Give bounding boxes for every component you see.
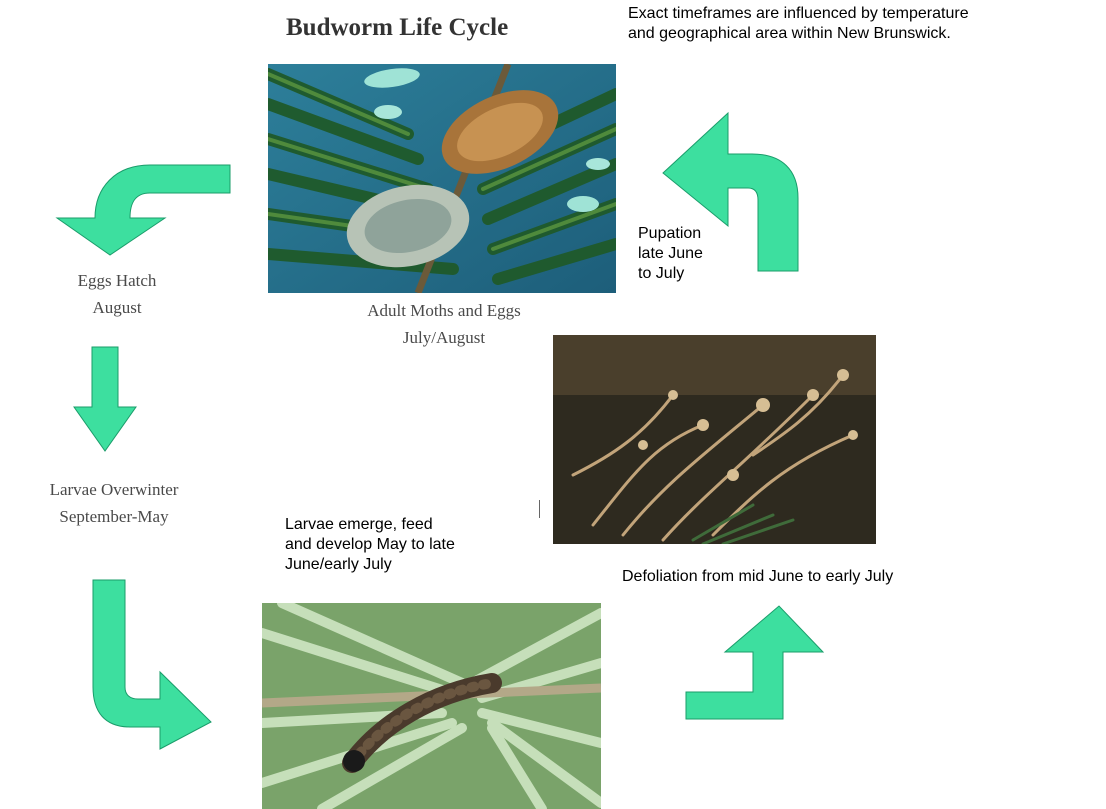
stage-larvae-overwinter: Larvae Overwinter September-May (0, 476, 228, 530)
stage-adult-moths: Adult Moths and Eggs July/August (300, 297, 588, 351)
stage-adult-moths-line-2: July/August (300, 324, 588, 351)
stage-defoliation-line-1: Defoliation from mid June to early July (622, 567, 893, 587)
stage-larvae-overwinter-line-1: Larvae Overwinter (0, 476, 228, 503)
timeframe-note-line-1: Exact timeframes are influenced by tempe… (628, 4, 1098, 24)
arrow-overwinter-to-larvae (90, 577, 215, 752)
stage-larvae-emerge-line-3: June/early July (285, 555, 455, 575)
stage-eggs-hatch-line-2: August (12, 294, 222, 321)
timeframe-note-line-2: and geographical area within New Brunswi… (628, 24, 1098, 44)
diagram-title: Budworm Life Cycle (286, 14, 508, 42)
stage-larvae-emerge: Larvae emerge, feed and develop May to l… (285, 515, 455, 575)
arrow-adult-to-eggs (55, 163, 235, 258)
arrow-eggs-to-overwinter (70, 345, 140, 455)
adult-moths-photo (268, 64, 616, 293)
stage-larvae-emerge-line-2: and develop May to late (285, 535, 455, 555)
stage-larvae-overwinter-line-2: September-May (0, 503, 228, 530)
arrow-larvae-to-defoliation (683, 604, 828, 722)
stage-eggs-hatch: Eggs Hatch August (12, 267, 222, 321)
divider-tick (539, 500, 540, 518)
timeframe-note: Exact timeframes are influenced by tempe… (628, 4, 1098, 44)
stage-larvae-emerge-line-1: Larvae emerge, feed (285, 515, 455, 535)
arrow-pupation-to-adult (660, 108, 802, 274)
stage-eggs-hatch-line-1: Eggs Hatch (12, 267, 222, 294)
stage-defoliation: Defoliation from mid June to early July (622, 567, 893, 587)
larva-photo (262, 603, 601, 809)
defoliation-photo (553, 335, 876, 544)
stage-adult-moths-line-1: Adult Moths and Eggs (300, 297, 588, 324)
